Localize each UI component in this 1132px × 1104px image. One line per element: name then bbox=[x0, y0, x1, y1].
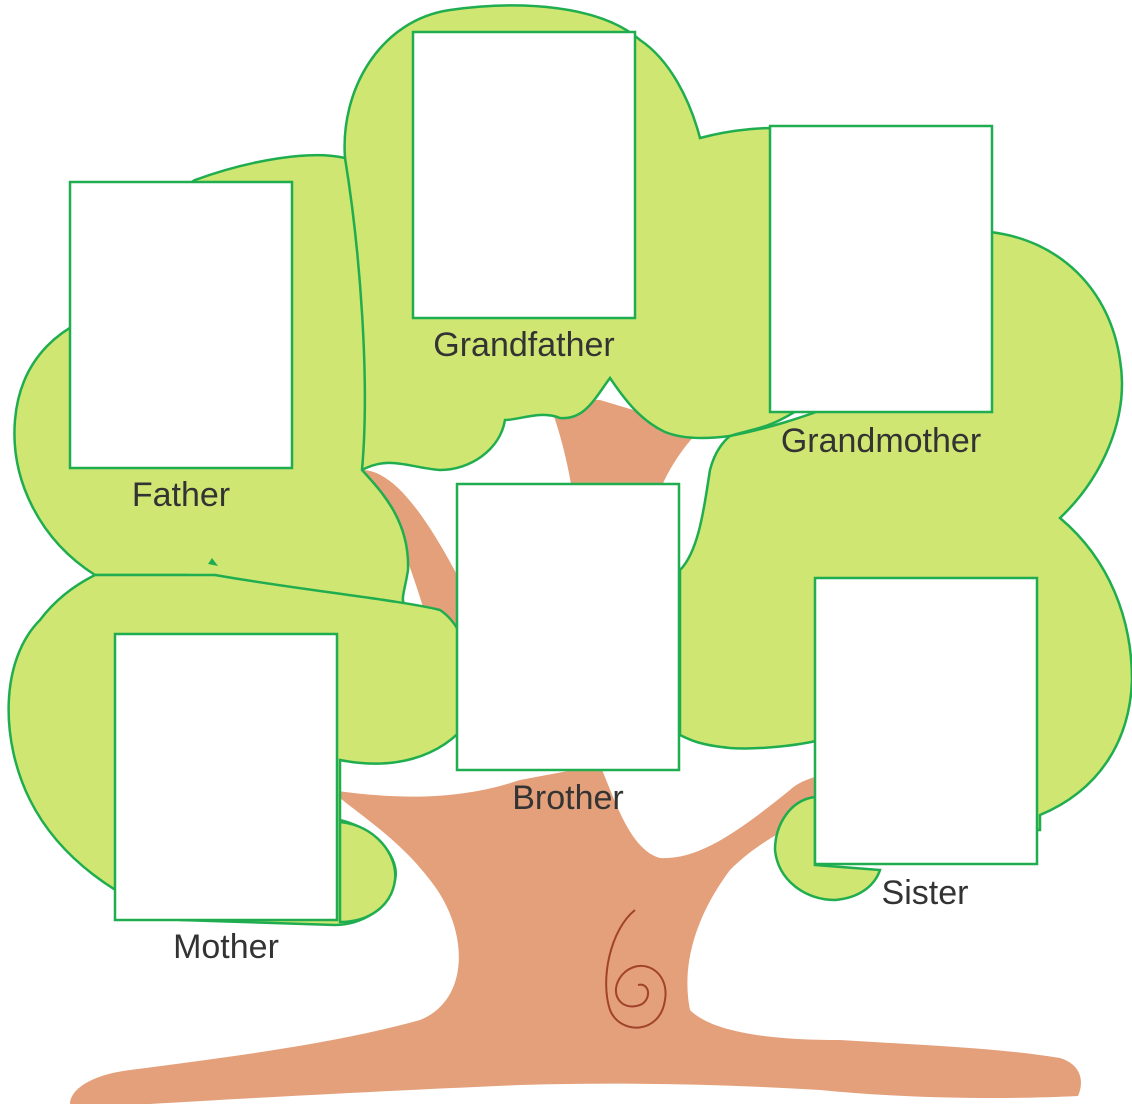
grandmother-label: Grandmother bbox=[781, 422, 981, 460]
grandfather-photo-frame[interactable] bbox=[411, 30, 637, 320]
father-photo-frame[interactable] bbox=[68, 180, 294, 470]
brother-photo-frame[interactable] bbox=[455, 482, 681, 772]
photo-frames bbox=[68, 30, 1039, 922]
leaf-mark-icon bbox=[208, 558, 218, 566]
grandfather-label: Grandfather bbox=[433, 326, 614, 364]
sister-label: Sister bbox=[882, 874, 969, 912]
trunk-swirl-icon bbox=[605, 909, 667, 1029]
father-label: Father bbox=[132, 476, 230, 514]
grandmother-photo-frame[interactable] bbox=[768, 124, 994, 414]
mother-label: Mother bbox=[173, 928, 279, 966]
member-labels: Grandfather Grandmother Father Brother M… bbox=[132, 326, 981, 966]
brother-label: Brother bbox=[512, 779, 624, 817]
sister-photo-frame[interactable] bbox=[813, 576, 1039, 866]
mother-photo-frame[interactable] bbox=[113, 632, 339, 922]
